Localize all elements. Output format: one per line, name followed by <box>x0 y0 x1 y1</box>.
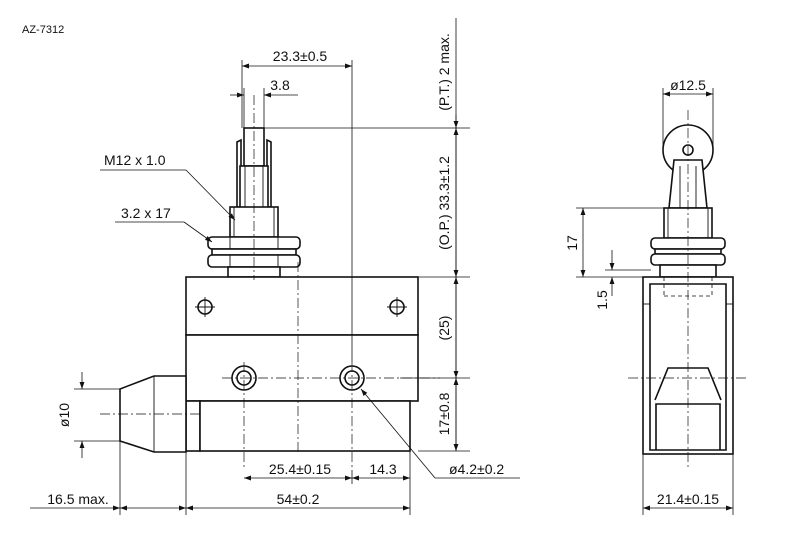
cover-screw-left <box>195 297 215 317</box>
dim-gap: 1.5 <box>594 290 610 310</box>
dim-mount-height: 17±0.8 <box>436 392 452 435</box>
dim-conduit-diameter: ø10 <box>56 403 72 427</box>
dim-roller-diameter: ø12.5 <box>670 77 706 93</box>
dim-hole-pitch: 25.4±0.15 <box>269 461 331 477</box>
dim-plunger-width: 3.8 <box>270 77 290 93</box>
front-view <box>100 95 440 470</box>
dim-pretravel: (P.T.) 2 max. <box>436 33 452 111</box>
dim-conduit-length: 16.5 max. <box>47 491 108 507</box>
thread-label: M12 x 1.0 <box>104 152 166 168</box>
dim-bushing-height: 17 <box>564 235 580 251</box>
cover-screw-right <box>387 297 407 317</box>
dim-side-width: 21.4±0.15 <box>657 491 719 507</box>
dim-operating-position: (O.P.) 33.3±1.2 <box>436 156 452 250</box>
front-dimensions: 23.3±0.5 3.8 M12 x 1.0 3.2 x 17 (P.T.) 2… <box>30 18 520 515</box>
side-dimensions: ø12.5 17 1.5 21.4±0.15 <box>564 77 734 515</box>
switch-body <box>185 334 419 452</box>
switch-cover <box>185 276 419 336</box>
dim-hole-offset: 14.3 <box>369 461 396 477</box>
dim-body-length: 54±0.2 <box>277 491 320 507</box>
model-code: AZ-7312 <box>22 24 64 36</box>
dim-body-height: (25) <box>436 316 452 341</box>
side-view <box>628 110 748 470</box>
dim-hole-diameter: ø4.2±0.2 <box>449 461 504 477</box>
dim-total-width: 23.3±0.5 <box>273 48 328 64</box>
nut-label: 3.2 x 17 <box>121 205 171 221</box>
